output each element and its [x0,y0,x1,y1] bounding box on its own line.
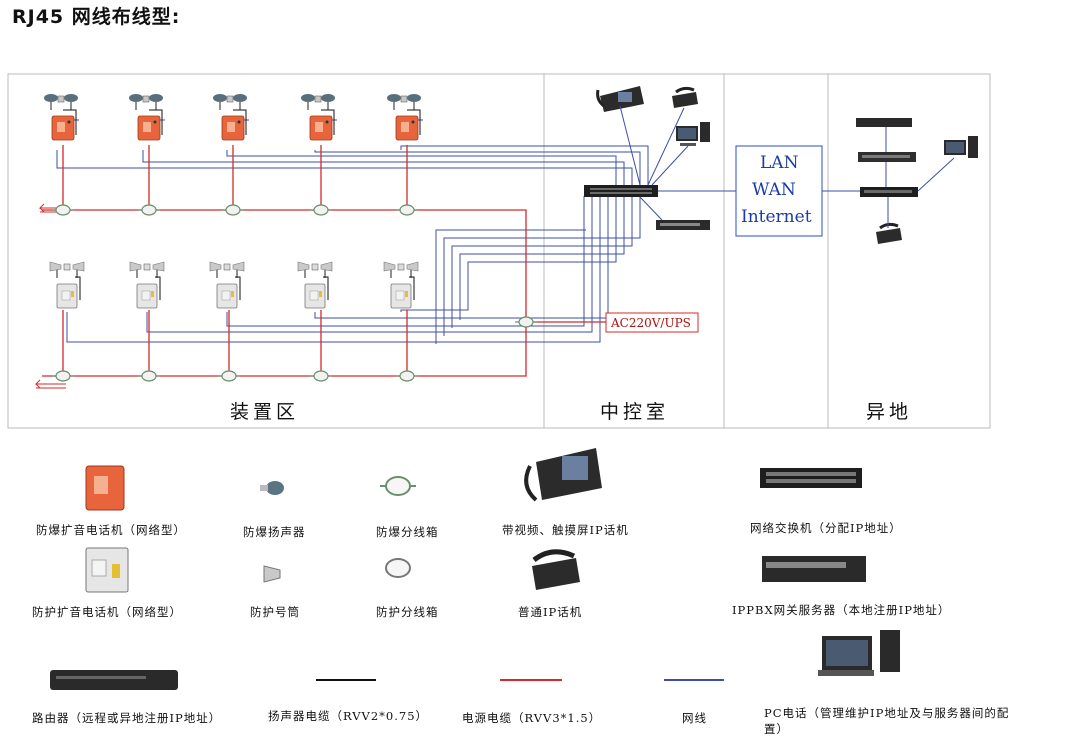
power-supply-box [605,312,699,333]
remote-site-devices [856,118,978,244]
remote-site-links [822,127,955,228]
legend-icons [50,448,900,690]
lower-row-devices [49,261,538,382]
control-room-links [619,105,736,221]
legend-label-power-cable: 电源电缆（RVV3*1.5） [462,711,602,725]
legend-label-video-phone: 带视频、触摸屏IP话机 [502,523,629,537]
legend-label-prot-junction: 防护分线箱 [376,605,439,619]
network-box-line1: LAN [760,153,799,173]
network-box [735,145,823,237]
legend-label-prot-phone: 防护扩音电话机（网络型） [32,605,182,619]
network-box-line2: WAN [752,180,796,200]
legend-label-exp-phone: 防爆扩音电话机（网络型） [36,523,186,537]
page-title: RJ45 网线布线型: [12,6,181,28]
network-lines-lower [66,196,641,344]
legend-label-router: 路由器（远程或异地注册IP地址） [32,711,222,725]
zone-label-control: 中控室 [600,401,669,423]
control-room-devices [584,86,710,230]
legend-label-network-cable: 网线 [682,711,707,725]
zone-label-remote: 异地 [866,401,912,423]
legend-label-pc-phone: PC电话（管理维护IP地址及与服务器间的配置） [764,706,1010,736]
power-lines [42,145,606,377]
legend-label-ippbx: IPPBX网关服务器（本地注册IP地址） [732,603,951,617]
power-supply-label: AC220V/UPS [610,316,691,330]
legend-label-ip-phone: 普通IP话机 [518,605,583,619]
legend-label-exp-speaker: 防爆扬声器 [243,525,306,539]
legend-label-prot-horn: 防护号筒 [250,605,300,619]
network-box-line3: Internet [741,207,812,227]
legend-label-speaker-cable: 扬声器电缆（RVV2*0.75） [268,709,429,723]
legend-label-switch: 网络交换机（分配IP地址） [750,521,902,535]
zone-label-field: 装置区 [230,401,299,423]
legend-label-exp-junction: 防爆分线箱 [376,525,439,539]
